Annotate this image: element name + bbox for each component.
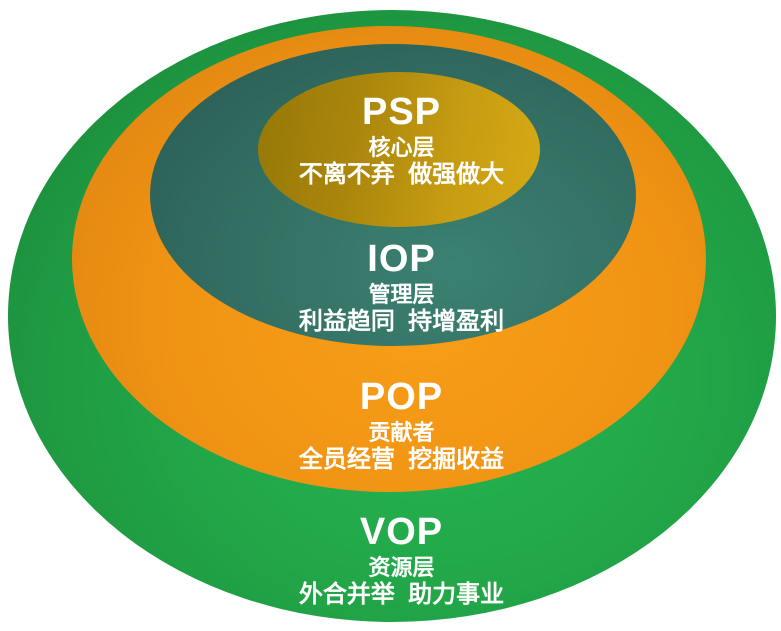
psp-layer-ellipse — [258, 72, 540, 227]
iop-title: IOP — [367, 238, 436, 280]
pop-subtitle: 贡献者 — [368, 420, 435, 445]
iop-subtitle: 管理层 — [368, 282, 435, 307]
psp-slogan: 不离不弃 做强做大 — [298, 161, 505, 188]
vop-slogan: 外合并举 助力事业 — [298, 581, 505, 608]
pop-slogan: 全员经营 挖掘收益 — [298, 446, 505, 473]
psp-subtitle: 核心层 — [368, 135, 435, 160]
pop-title: POP — [359, 376, 444, 418]
vop-label-group: VOP 资源层 外合并举 助力事业 — [11, 509, 781, 609]
psp-title: PSP — [361, 91, 442, 133]
pop-label-group: POP 贡献者 全员经营 挖掘收益 — [11, 374, 781, 474]
vop-subtitle: 资源层 — [368, 555, 435, 580]
psp-label-group: PSP 核心层 不离不弃 做强做大 — [11, 89, 781, 189]
vop-title: VOP — [359, 511, 444, 553]
iop-slogan: 利益趋同 持增盈利 — [298, 308, 505, 335]
iop-label-group: IOP 管理层 利益趋同 持增盈利 — [11, 236, 781, 336]
